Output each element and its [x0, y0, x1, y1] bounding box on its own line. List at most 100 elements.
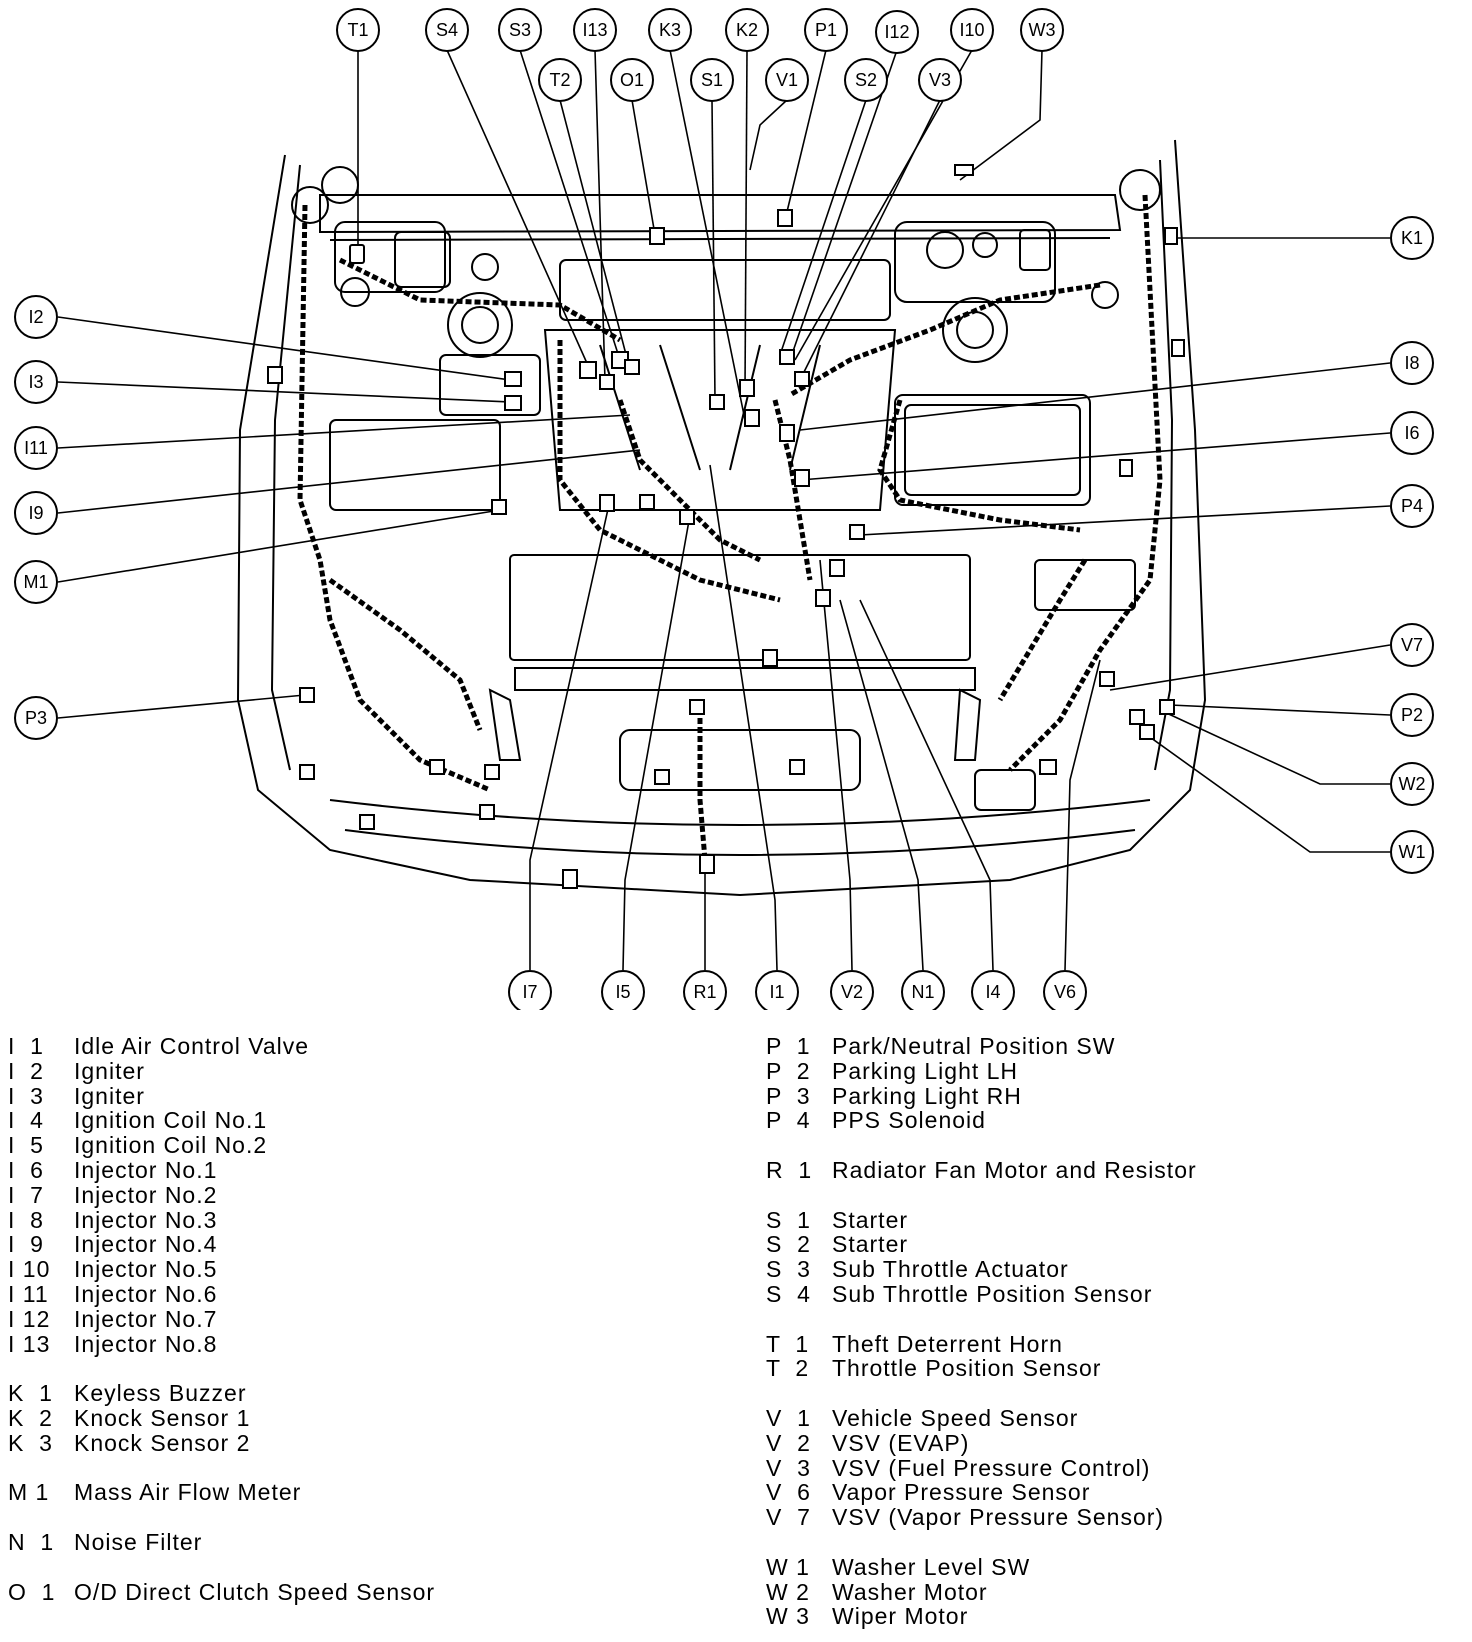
legend-code: I 11 [8, 1280, 49, 1307]
legend-name: Ignition Coil No.1 [74, 1107, 268, 1134]
legend-gap [766, 1133, 1456, 1158]
leader-lines [57, 49, 1391, 971]
callout-circle [971, 970, 1015, 1010]
legend-item: S 1 Starter [766, 1206, 1456, 1233]
callout-circle [14, 560, 58, 604]
callout-circle [950, 8, 994, 52]
callout-circle [538, 58, 582, 102]
callout-i11: I11 [14, 426, 58, 470]
legend-name: Starter [832, 1206, 909, 1233]
callout-v2: V2 [830, 970, 874, 1010]
callout-label: T2 [549, 70, 570, 90]
callout-w3: W3 [1020, 8, 1064, 52]
legend-name: Throttle Position Sensor [832, 1355, 1102, 1382]
callout-circle [1390, 216, 1434, 260]
callout-label: T1 [347, 20, 368, 40]
callout-circle [1390, 484, 1434, 528]
legend-code: K 2 [8, 1404, 53, 1431]
callout-m1: M1 [14, 560, 58, 604]
legend-name: VSV (Fuel Pressure Control) [832, 1454, 1151, 1481]
callout-circle [336, 8, 380, 52]
legend-name: Washer Level SW [832, 1553, 1031, 1580]
callout-label: W1 [1399, 842, 1426, 862]
callout-p1: P1 [804, 8, 848, 52]
legend-code: N 1 [8, 1528, 55, 1555]
callout-label: S3 [509, 20, 531, 40]
legend-code: S 2 [766, 1231, 811, 1258]
callout-label: O1 [620, 70, 644, 90]
legend-name: Ignition Coil No.2 [74, 1132, 268, 1159]
legend-code: V 1 [766, 1404, 811, 1431]
callout-circle [14, 360, 58, 404]
callout-label: I1 [769, 982, 784, 1002]
callout-label: V7 [1401, 635, 1423, 655]
legend-name: Vehicle Speed Sensor [832, 1404, 1079, 1431]
legend-name: Injector No.2 [74, 1181, 218, 1208]
callout-i9: I9 [14, 491, 58, 535]
callout-i1: I1 [755, 970, 799, 1010]
callout-v7: V7 [1390, 623, 1434, 667]
callout-label: I10 [959, 20, 984, 40]
legend-item: V 1 Vehicle Speed Sensor [766, 1406, 1456, 1431]
callout-circle [508, 970, 552, 1010]
car-body-drawing [236, 139, 1207, 897]
legend-name: O/D Direct Clutch Speed Sensor [74, 1578, 436, 1605]
legend-name: PPS Solenoid [832, 1107, 986, 1134]
legend-gap [8, 1356, 708, 1381]
callout-label: V3 [929, 70, 951, 90]
legend-name: Sub Throttle Actuator [832, 1256, 1069, 1283]
legend-code: S 3 [766, 1256, 811, 1283]
callout-label: P4 [1401, 496, 1423, 516]
callout-circle [844, 58, 888, 102]
callout-circle [1390, 411, 1434, 455]
callout-i3: I3 [14, 360, 58, 404]
callout-i2: I2 [14, 295, 58, 339]
legend-code: V 3 [766, 1454, 811, 1481]
legend-code: I 2 [8, 1057, 44, 1084]
legend-name: VSV (Vapor Pressure Sensor) [832, 1504, 1165, 1531]
legend-code: P 2 [766, 1057, 811, 1084]
legend-gap [766, 1381, 1456, 1406]
callout-k3: K3 [648, 8, 692, 52]
callout-s4: S4 [425, 8, 469, 52]
legend-code: T 1 [766, 1330, 810, 1357]
callout-p2: P2 [1390, 693, 1434, 737]
callout-circle [648, 8, 692, 52]
legend-name: Knock Sensor 2 [74, 1429, 251, 1456]
legend-code: R 1 [766, 1156, 813, 1183]
legend-code: I 6 [8, 1156, 44, 1183]
callout-label: S2 [855, 70, 877, 90]
callout-label: I6 [1404, 423, 1419, 443]
callout-k1: K1 [1390, 216, 1434, 260]
legend-name: Parking Light RH [832, 1082, 1022, 1109]
callout-circle [690, 58, 734, 102]
callout-circle [1043, 970, 1087, 1010]
legend-code: S 4 [766, 1280, 811, 1307]
legend-name: Igniter [74, 1057, 145, 1084]
callout-label: K3 [659, 20, 681, 40]
legend-item: I 2 Igniter [8, 1057, 708, 1084]
legend-code: P 3 [766, 1082, 811, 1109]
callout-circle [1020, 8, 1064, 52]
legend-name: Injector No.8 [74, 1330, 218, 1357]
legend-code: S 1 [766, 1206, 811, 1233]
callout-label: I8 [1404, 353, 1419, 373]
callout-circle [901, 970, 945, 1010]
callout-v6: V6 [1043, 970, 1087, 1010]
